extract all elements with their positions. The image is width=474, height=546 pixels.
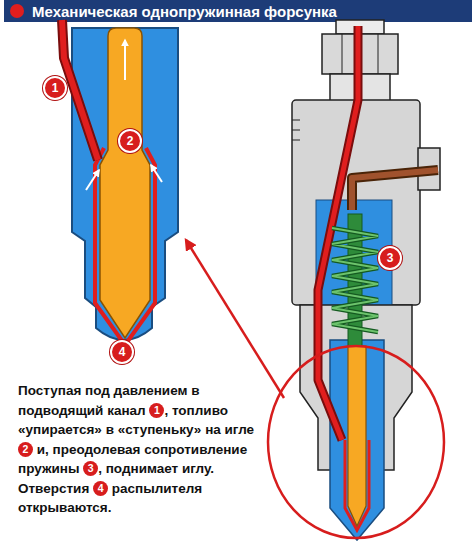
needle (100, 28, 150, 338)
inline-callout: 1 (149, 403, 164, 418)
return-channel-outline (352, 170, 438, 210)
needle (348, 346, 366, 526)
inline-callout: 4 (93, 481, 108, 496)
nut-edge (378, 34, 379, 74)
return-channel (352, 170, 438, 210)
inline-callout: 2 (18, 442, 33, 457)
spring (332, 228, 378, 332)
title-dot (10, 4, 24, 18)
caption-text: Поступая под давлением в подводящий кана… (18, 381, 268, 518)
zoom-circle (268, 346, 444, 538)
nut-edge (342, 34, 343, 74)
pressure-arrow (86, 170, 99, 190)
nozzle-body (72, 28, 178, 340)
fuel-channel (62, 20, 98, 160)
fuel-channel-outline (62, 20, 98, 160)
pressure-arrow (151, 165, 162, 182)
spring-highlight (332, 228, 378, 332)
thread (292, 120, 300, 121)
injector-section (186, 20, 444, 540)
title-text: Механическая однопружинная форсунка (32, 2, 337, 21)
lift-arrow (124, 40, 126, 80)
title-band (4, 0, 472, 22)
nozzle-detail (62, 20, 178, 354)
callout-number: 4 (110, 340, 134, 364)
thread (292, 140, 300, 141)
callout-number: 1 (43, 76, 67, 100)
callout-number: 3 (378, 246, 402, 270)
thread (292, 130, 300, 131)
zoom-arrow (186, 240, 284, 398)
inline-callout: 3 (83, 461, 98, 476)
callout-number: 2 (118, 129, 142, 153)
